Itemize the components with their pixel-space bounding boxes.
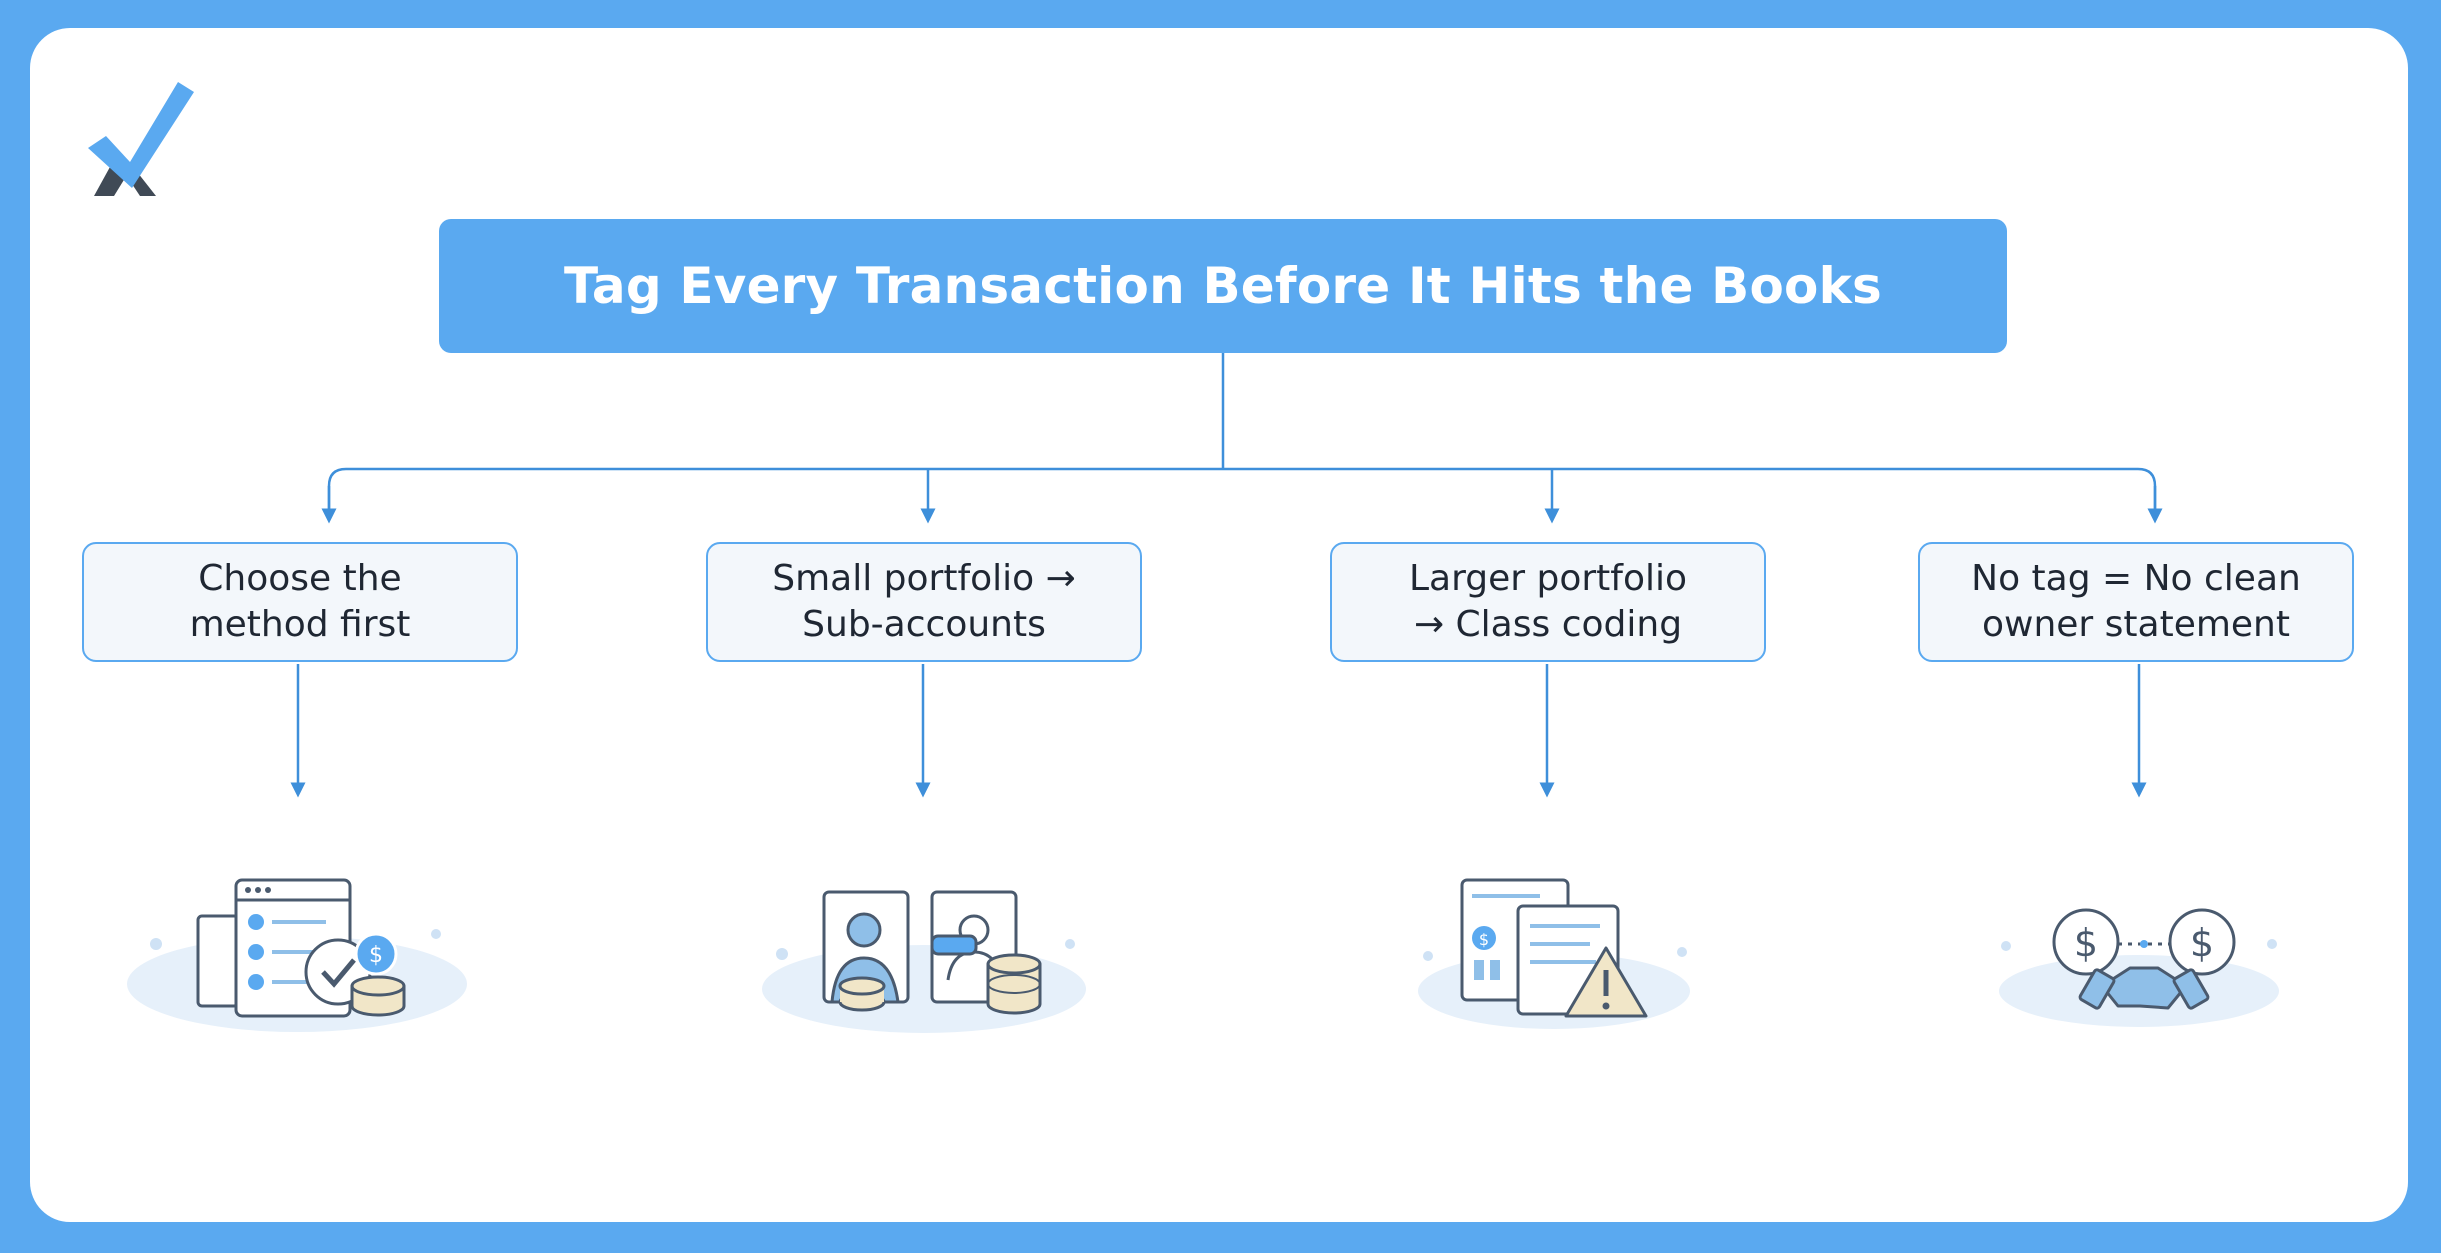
connector-lines (290, 353, 2163, 798)
svg-text:$: $ (369, 943, 383, 968)
diagram-title-box: Tag Every Transaction Before It Hits the… (439, 219, 2007, 353)
node-small-portfolio: Small portfolio → Sub-accounts (706, 542, 1142, 662)
documents-warning-icon: $ (1418, 878, 1690, 1029)
node-choose-method: Choose the method first (82, 542, 518, 662)
node-label: Choose the method first (189, 558, 411, 645)
diagram-title: Tag Every Transaction Before It Hits the… (564, 257, 1882, 315)
svg-text:$: $ (2074, 921, 2098, 965)
svg-text:$: $ (2190, 921, 2214, 965)
diagram-card: Tag Every Transaction Before It Hits the… (30, 28, 2408, 1222)
checklist-with-coins-icon: $ (127, 878, 467, 1032)
handshake-dollars-icon: $ $ (1999, 908, 2279, 1027)
branch-line (327, 467, 2157, 520)
node-no-tag: No tag = No clean owner statement (1918, 542, 2354, 662)
node-label: Larger portfolio → Class coding (1408, 558, 1688, 645)
svg-text:$: $ (1479, 930, 1489, 949)
node-label: No tag = No clean owner statement (1971, 558, 2301, 645)
owner-accounts-icon (762, 890, 1086, 1033)
brand-logo-icon (88, 82, 194, 196)
node-label: Small portfolio → Sub-accounts (772, 558, 1076, 645)
node-larger-portfolio: Larger portfolio → Class coding (1330, 542, 1766, 662)
